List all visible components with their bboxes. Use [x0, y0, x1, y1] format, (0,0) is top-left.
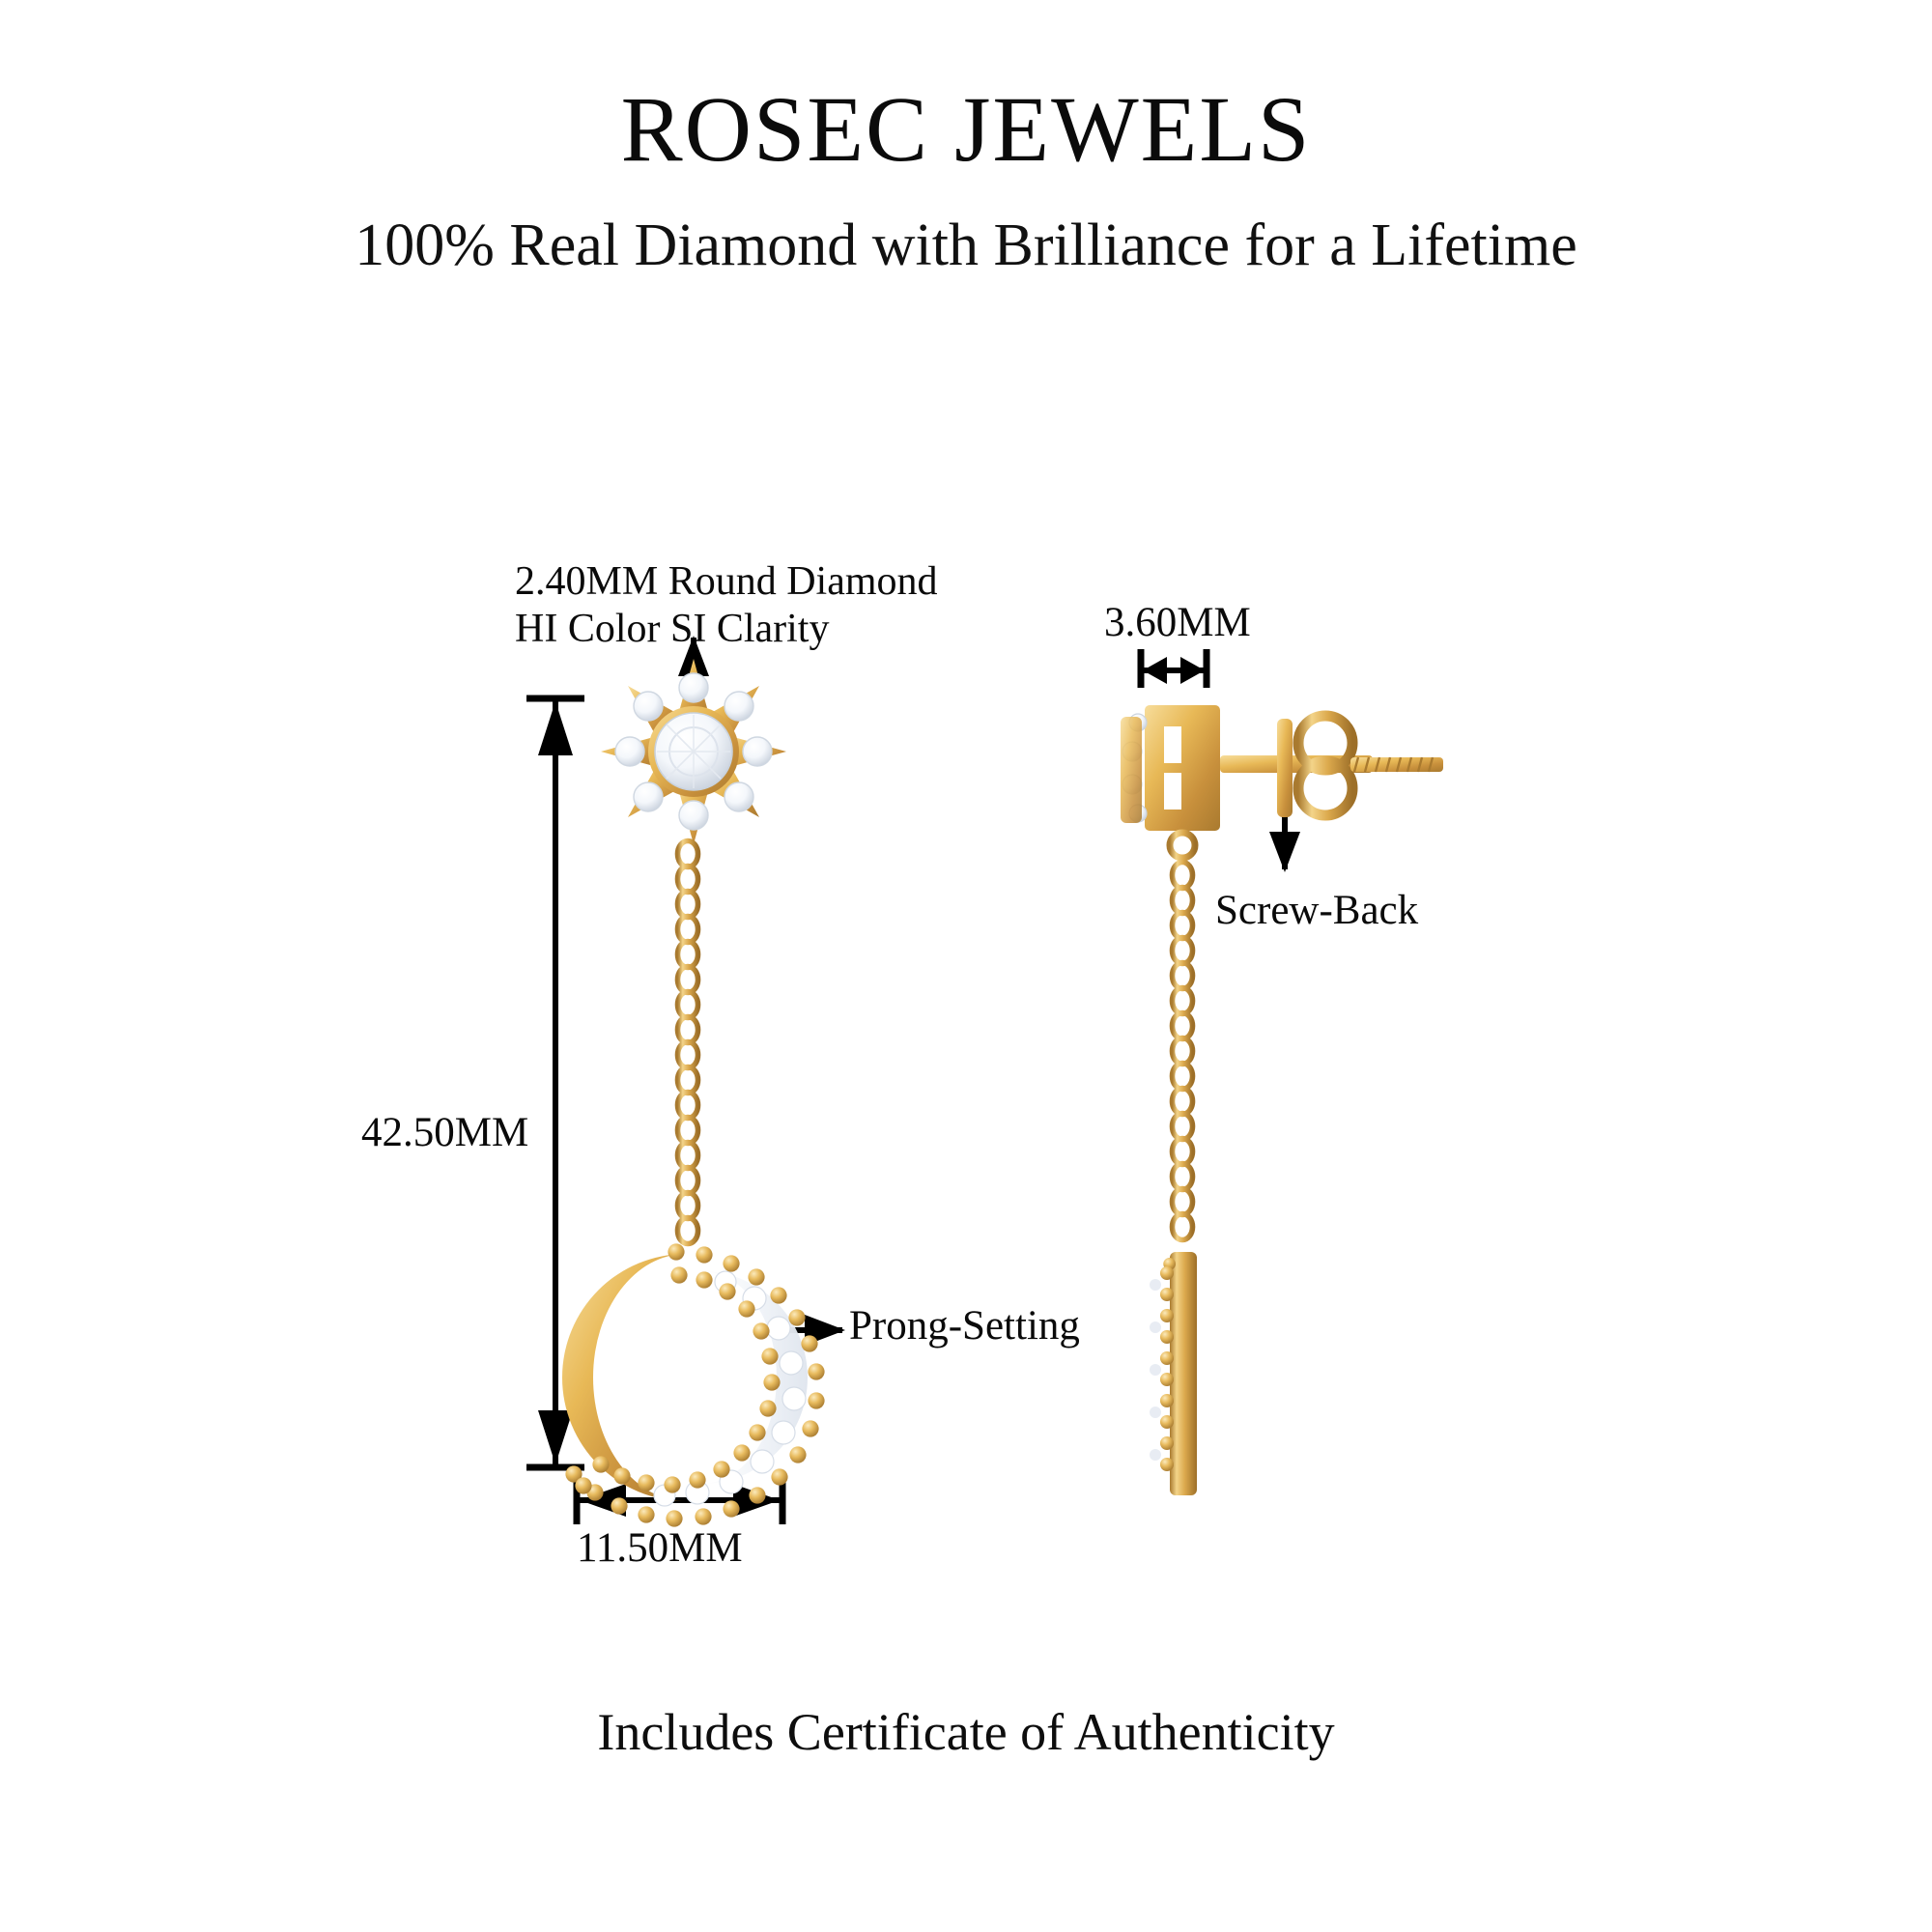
screw-threads [1352, 756, 1435, 773]
front-view-earring [562, 659, 825, 1527]
arrow-up-icon [678, 636, 709, 676]
brand-title: ROSEC JEWELS [620, 77, 1312, 181]
certificate-note: Includes Certificate of Authenticity [597, 1703, 1335, 1761]
arrow-down-icon [1269, 832, 1300, 872]
arrow-down-icon [538, 1410, 573, 1464]
annotation-setting-type: Prong-Setting [849, 1303, 1080, 1349]
center-diamond [654, 712, 733, 791]
crescent-moon-front [562, 1243, 825, 1527]
brand-tagline: 100% Real Diamond with Brilliance for a … [355, 213, 1577, 278]
arrow-up-icon [538, 701, 573, 755]
annotation-back-type: Screw-Back [1215, 888, 1419, 933]
diamond-spec-line-2: HI Color SI Clarity [515, 606, 830, 651]
side-view-earring [1121, 705, 1443, 1495]
diamond-spec-line-1: 2.40MM Round Diamond [515, 559, 938, 604]
moon-side-bead-column [1160, 1266, 1174, 1471]
cable-chain-front [678, 841, 698, 1244]
arrow-left-icon [1143, 657, 1167, 684]
moon-side-stone-glints [1150, 1279, 1161, 1461]
accent-diamonds [614, 672, 773, 831]
arrow-right-icon [1180, 657, 1205, 684]
annotation-post-width: 3.60MM [1104, 600, 1251, 645]
moon-body [562, 1254, 686, 1501]
star-stud-side [1121, 705, 1220, 862]
screw-back [1277, 710, 1443, 821]
annotation-total-length: 42.50MM [361, 1110, 529, 1155]
moon-pave-stones [653, 1270, 807, 1507]
cable-chain-side [1173, 863, 1193, 1240]
annotation-moon-width: 11.50MM [577, 1525, 743, 1571]
crescent-moon-side [1150, 1252, 1197, 1495]
dimension-post-width [1137, 649, 1210, 688]
dimension-total-length [526, 695, 584, 1471]
star-stud-front [601, 659, 786, 844]
